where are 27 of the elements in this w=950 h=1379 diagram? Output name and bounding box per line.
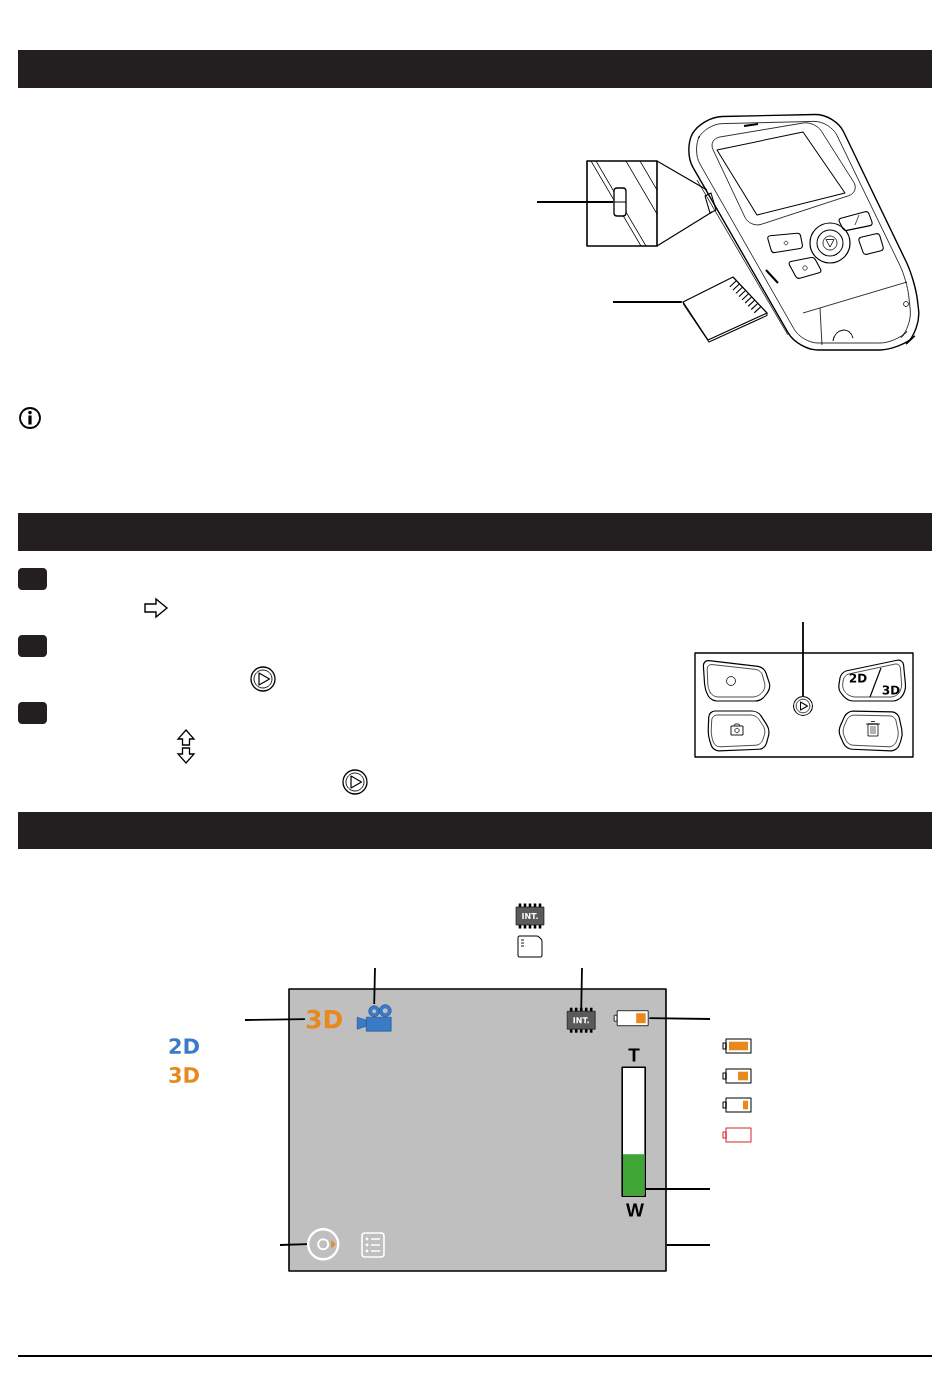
zoom-label: W <box>626 1203 644 1217</box>
navigation-icon <box>307 1228 340 1261</box>
button-label: 3D <box>882 685 900 695</box>
camcorder-icon <box>356 1004 392 1032</box>
zoom-bar <box>621 1066 646 1197</box>
leader-line <box>580 967 583 1012</box>
sd-card <box>682 276 768 343</box>
play-button <box>793 696 813 716</box>
memory-chip: INT. <box>515 903 545 929</box>
battery-icon <box>613 1010 649 1027</box>
mode-indicator: 3D <box>306 1009 342 1029</box>
mode-label: 3D <box>169 1067 199 1083</box>
zoom-label: T <box>628 1048 640 1062</box>
screen <box>288 988 667 1272</box>
leader-line <box>244 1018 306 1021</box>
memory-chip: INT. <box>566 1007 596 1033</box>
leader-line <box>279 1243 308 1246</box>
leader-line <box>802 621 804 697</box>
slide-switch <box>613 187 627 217</box>
leader-line <box>645 1188 711 1190</box>
leader-line <box>648 1017 711 1020</box>
leader-line <box>665 1244 711 1246</box>
leader-line <box>612 301 683 303</box>
button-label: 2D <box>849 673 867 683</box>
leader-line <box>373 967 376 1005</box>
leader-line <box>536 201 615 203</box>
mode-label: 2D <box>169 1038 199 1054</box>
